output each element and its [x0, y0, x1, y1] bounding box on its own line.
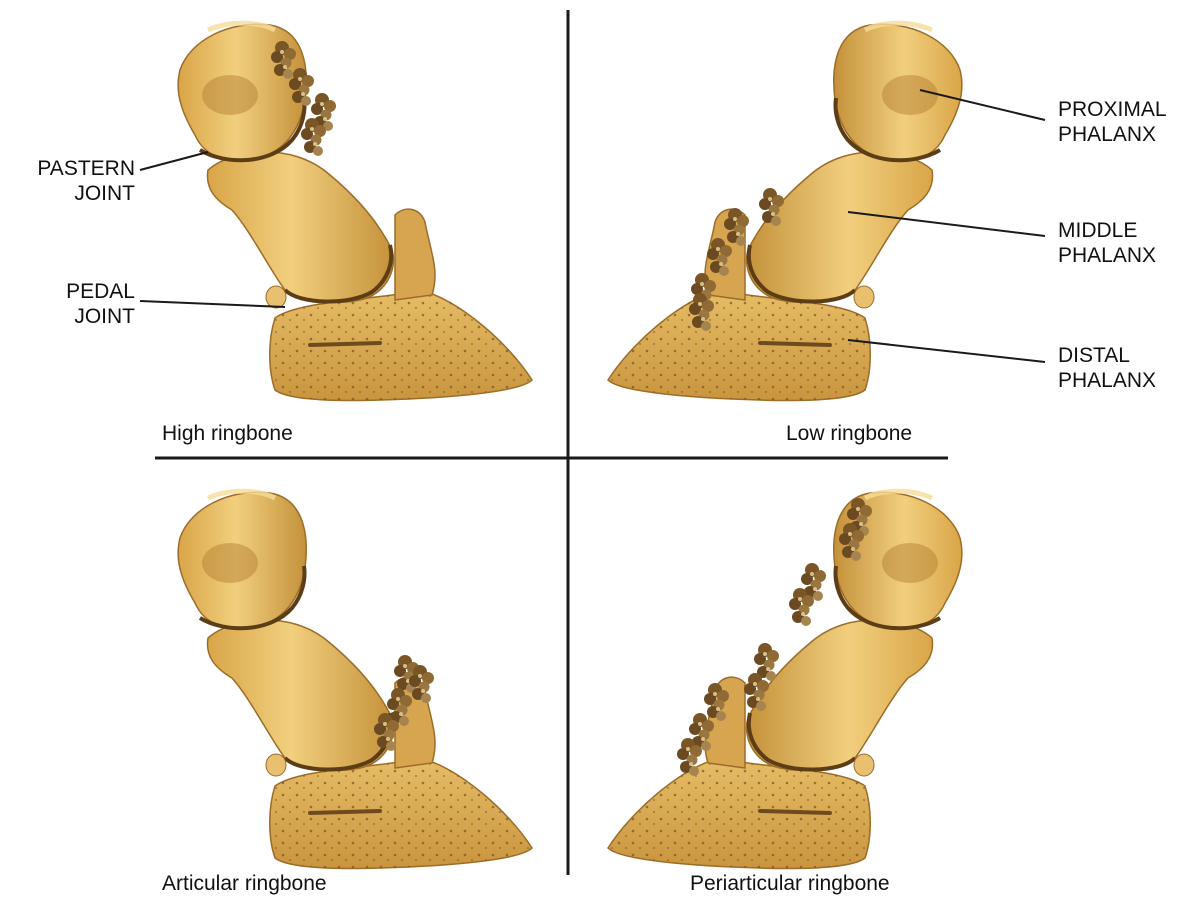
label-proximal-phalanx-line2: PHALANX — [1058, 122, 1167, 147]
label-proximal-phalanx-line1: PROXIMAL — [1058, 97, 1167, 122]
label-pedal-joint: PEDAL JOINT — [10, 279, 135, 329]
label-proximal-phalanx: PROXIMAL PHALANX — [1058, 97, 1167, 147]
label-pedal-joint-line1: PEDAL — [10, 279, 135, 304]
bone-figure-periarticular-ringbone — [608, 491, 962, 868]
label-distal-phalanx: DISTAL PHALANX — [1058, 343, 1156, 393]
caption-articular-ringbone: Articular ringbone — [162, 872, 327, 896]
caption-periarticular-ringbone: Periarticular ringbone — [690, 872, 890, 896]
leader-pastern-joint — [140, 152, 208, 170]
label-pastern-joint: PASTERN JOINT — [10, 156, 135, 206]
caption-high-ringbone: High ringbone — [162, 422, 293, 446]
label-pastern-joint-line1: PASTERN — [10, 156, 135, 181]
bone-figure-high-ringbone — [178, 23, 532, 400]
caption-low-ringbone: Low ringbone — [786, 422, 912, 446]
bone-figure-articular-ringbone — [178, 491, 532, 868]
label-middle-phalanx-line2: PHALANX — [1058, 243, 1156, 268]
label-distal-phalanx-line1: DISTAL — [1058, 343, 1156, 368]
bone-figure-low-ringbone — [608, 23, 962, 400]
leader-distal-phalanx — [848, 340, 1045, 362]
label-pastern-joint-line2: JOINT — [10, 181, 135, 206]
label-distal-phalanx-line2: PHALANX — [1058, 368, 1156, 393]
label-middle-phalanx: MIDDLE PHALANX — [1058, 218, 1156, 268]
label-middle-phalanx-line1: MIDDLE — [1058, 218, 1156, 243]
leader-pedal-joint — [140, 301, 285, 307]
label-pedal-joint-line2: JOINT — [10, 304, 135, 329]
